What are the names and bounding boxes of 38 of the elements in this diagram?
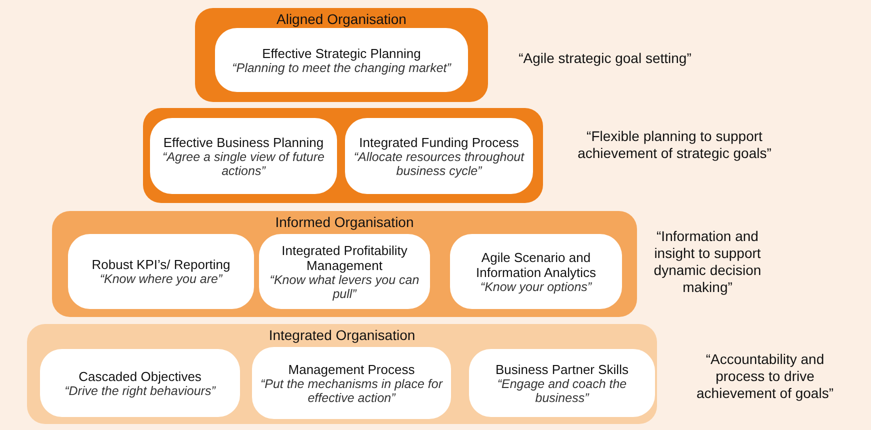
capability-card (40, 349, 240, 417)
annotation-text: “Information and insight to support dynamic decision making” (652, 228, 762, 296)
quote-text: “Know your options” (480, 280, 592, 294)
capability-card (252, 347, 451, 419)
capability-card (150, 118, 337, 194)
quote-text: “Agree a single view of future actions” (162, 150, 326, 178)
annotation-text: “Agile strategic goal setting” (518, 50, 692, 67)
capability-card (68, 234, 254, 309)
card-title: Effective Strategic Planning (262, 46, 421, 60)
quote-text: “Know what levers you can pull” (268, 272, 420, 300)
card-title: Business Partner Skills (496, 362, 628, 376)
quote-text: “Planning to meet the changing market” (232, 60, 451, 74)
tier-heading: Integrated Organisation (268, 327, 416, 343)
annotation-text: “Accountability and process to drive achievement of goals” (696, 351, 834, 402)
tier-panel (52, 211, 637, 317)
annotation-text: “Flexible planning to support achievement of strategic goals” (576, 128, 772, 162)
card-title: Integrated Profitability Management (280, 242, 408, 272)
quote-text: “Put the mechanisms in place for effective action” (260, 376, 443, 404)
tier-panel (195, 8, 488, 102)
card-title: Effective Business Planning (163, 134, 324, 150)
tier-heading: Aligned Organisation (276, 11, 406, 27)
card-title: Robust KPI’s/ Reporting (92, 257, 230, 272)
capability-card (345, 118, 533, 194)
card-title: Management Process (288, 362, 415, 376)
card-title: Cascaded Objectives (78, 368, 202, 384)
quote-text: “Allocate resources throughout business cycle” (353, 150, 525, 178)
tier-panel (27, 324, 657, 424)
tier-heading: Informed Organisation (275, 214, 414, 230)
quote-text: “Know where you are” (100, 272, 222, 286)
capability-card (215, 28, 468, 92)
card-title: Integrated Funding Process (359, 134, 519, 150)
capability-card (469, 349, 655, 417)
quote-text: “Drive the right behaviours” (64, 384, 216, 398)
capability-card (259, 234, 430, 309)
card-title: Agile Scenario and Information Analytics (475, 250, 597, 280)
tier-panel (143, 108, 543, 203)
quote-text: “Engage and coach the business” (496, 376, 628, 404)
capability-card (450, 234, 622, 309)
